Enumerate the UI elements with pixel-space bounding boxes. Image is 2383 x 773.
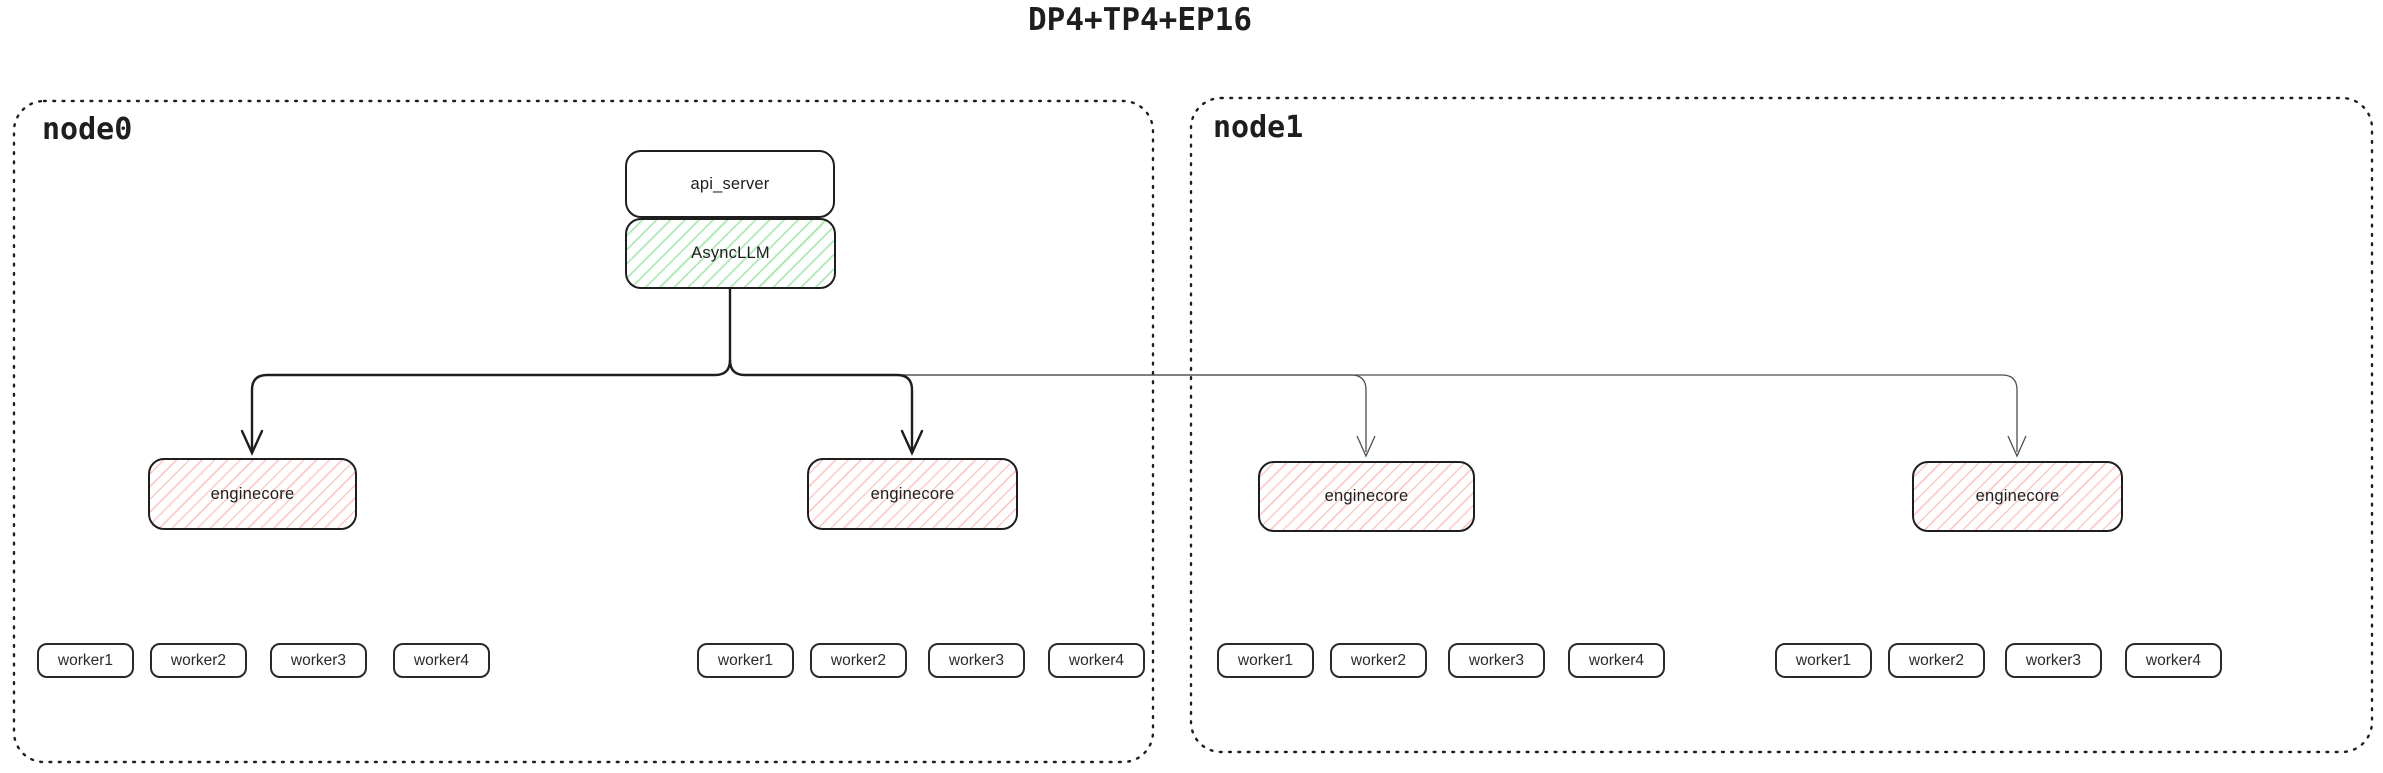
worker-box: worker3 [2005, 643, 2102, 678]
worker-label: worker4 [1068, 651, 1125, 669]
worker-box: worker4 [2125, 643, 2222, 678]
node1-label: node1 [1213, 110, 1304, 145]
worker-label: worker2 [1908, 651, 1965, 669]
enginecore-box-4: enginecore [1912, 461, 2123, 532]
worker-box: worker1 [1775, 643, 1872, 678]
worker-box: worker2 [1330, 643, 1427, 678]
worker-label: worker1 [1237, 651, 1294, 669]
worker-label: worker4 [1588, 651, 1645, 669]
worker-label: worker3 [290, 651, 347, 669]
worker-label: worker3 [1468, 651, 1525, 669]
api-server-label: api_server [690, 174, 770, 193]
enginecore-box-2: enginecore [807, 458, 1018, 530]
worker-label: worker4 [2145, 651, 2202, 669]
worker-label: worker1 [57, 651, 114, 669]
arrowhead-icon [900, 429, 924, 456]
arrow-asyncllm-to-enginecore2 [728, 358, 924, 456]
worker-label: worker2 [170, 651, 227, 669]
worker-box: worker2 [810, 643, 907, 678]
worker-box: worker1 [1217, 643, 1314, 678]
worker-box: worker1 [697, 643, 794, 678]
enginecore-label: enginecore [1324, 487, 1409, 505]
worker-box: worker3 [1448, 643, 1545, 678]
worker-label: worker3 [2025, 651, 2082, 669]
worker-box: worker4 [1048, 643, 1145, 678]
arrowhead-icon [1356, 435, 1376, 458]
arrow-asyncllm-to-enginecore1 [240, 287, 732, 456]
arrowhead-icon [2007, 435, 2027, 458]
diagram-title: DP4+TP4+EP16 [1028, 2, 1252, 38]
asyncllm-box: AsyncLLM [625, 218, 836, 289]
worker-box: worker4 [393, 643, 490, 678]
worker-label: worker2 [830, 651, 887, 669]
worker-box: worker3 [270, 643, 367, 678]
arrow-asyncllm-to-enginecore3 [729, 359, 1376, 458]
worker-label: worker1 [1795, 651, 1852, 669]
worker-label: worker1 [717, 651, 774, 669]
arrow-asyncllm-to-enginecore4 [745, 374, 2027, 458]
worker-box: worker2 [1888, 643, 1985, 678]
worker-box: worker3 [928, 643, 1025, 678]
enginecore-label: enginecore [1975, 487, 2060, 505]
worker-box: worker2 [150, 643, 247, 678]
api-server-box: api_server [625, 150, 835, 218]
worker-label: worker4 [413, 651, 470, 669]
enginecore-label: enginecore [870, 484, 955, 503]
worker-label: worker3 [948, 651, 1005, 669]
enginecore-label: enginecore [210, 484, 295, 503]
node0-label: node0 [42, 112, 133, 147]
enginecore-box-3: enginecore [1258, 461, 1475, 532]
enginecore-box-1: enginecore [148, 458, 357, 530]
worker-box: worker1 [37, 643, 134, 678]
arrowhead-icon [240, 429, 264, 456]
asyncllm-label: AsyncLLM [691, 244, 770, 262]
worker-box: worker4 [1568, 643, 1665, 678]
worker-label: worker2 [1350, 651, 1407, 669]
